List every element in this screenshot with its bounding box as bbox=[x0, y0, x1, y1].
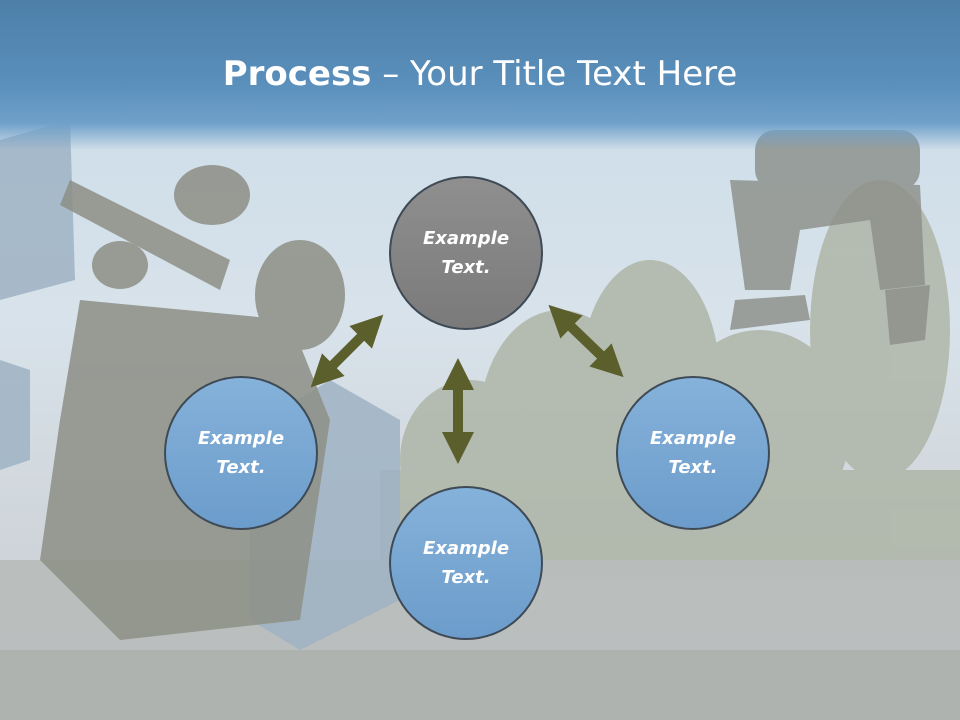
arrow-top-right bbox=[548, 304, 624, 378]
slide-title: Process – Your Title Text Here bbox=[0, 52, 960, 96]
node-line: Example bbox=[197, 428, 285, 449]
title-rest: – Your Title Text Here bbox=[371, 54, 738, 94]
node-line: Example bbox=[649, 428, 737, 449]
arrow-top-left bbox=[310, 314, 384, 388]
node-line: Text. bbox=[668, 457, 718, 478]
node-line: Example bbox=[422, 538, 510, 559]
node-line: Text. bbox=[216, 457, 266, 478]
node-line: Text. bbox=[441, 257, 491, 278]
node-line: Example bbox=[422, 228, 510, 249]
node-line: Text. bbox=[441, 567, 491, 588]
title-band bbox=[0, 0, 960, 150]
title-bold: Process bbox=[222, 54, 372, 94]
